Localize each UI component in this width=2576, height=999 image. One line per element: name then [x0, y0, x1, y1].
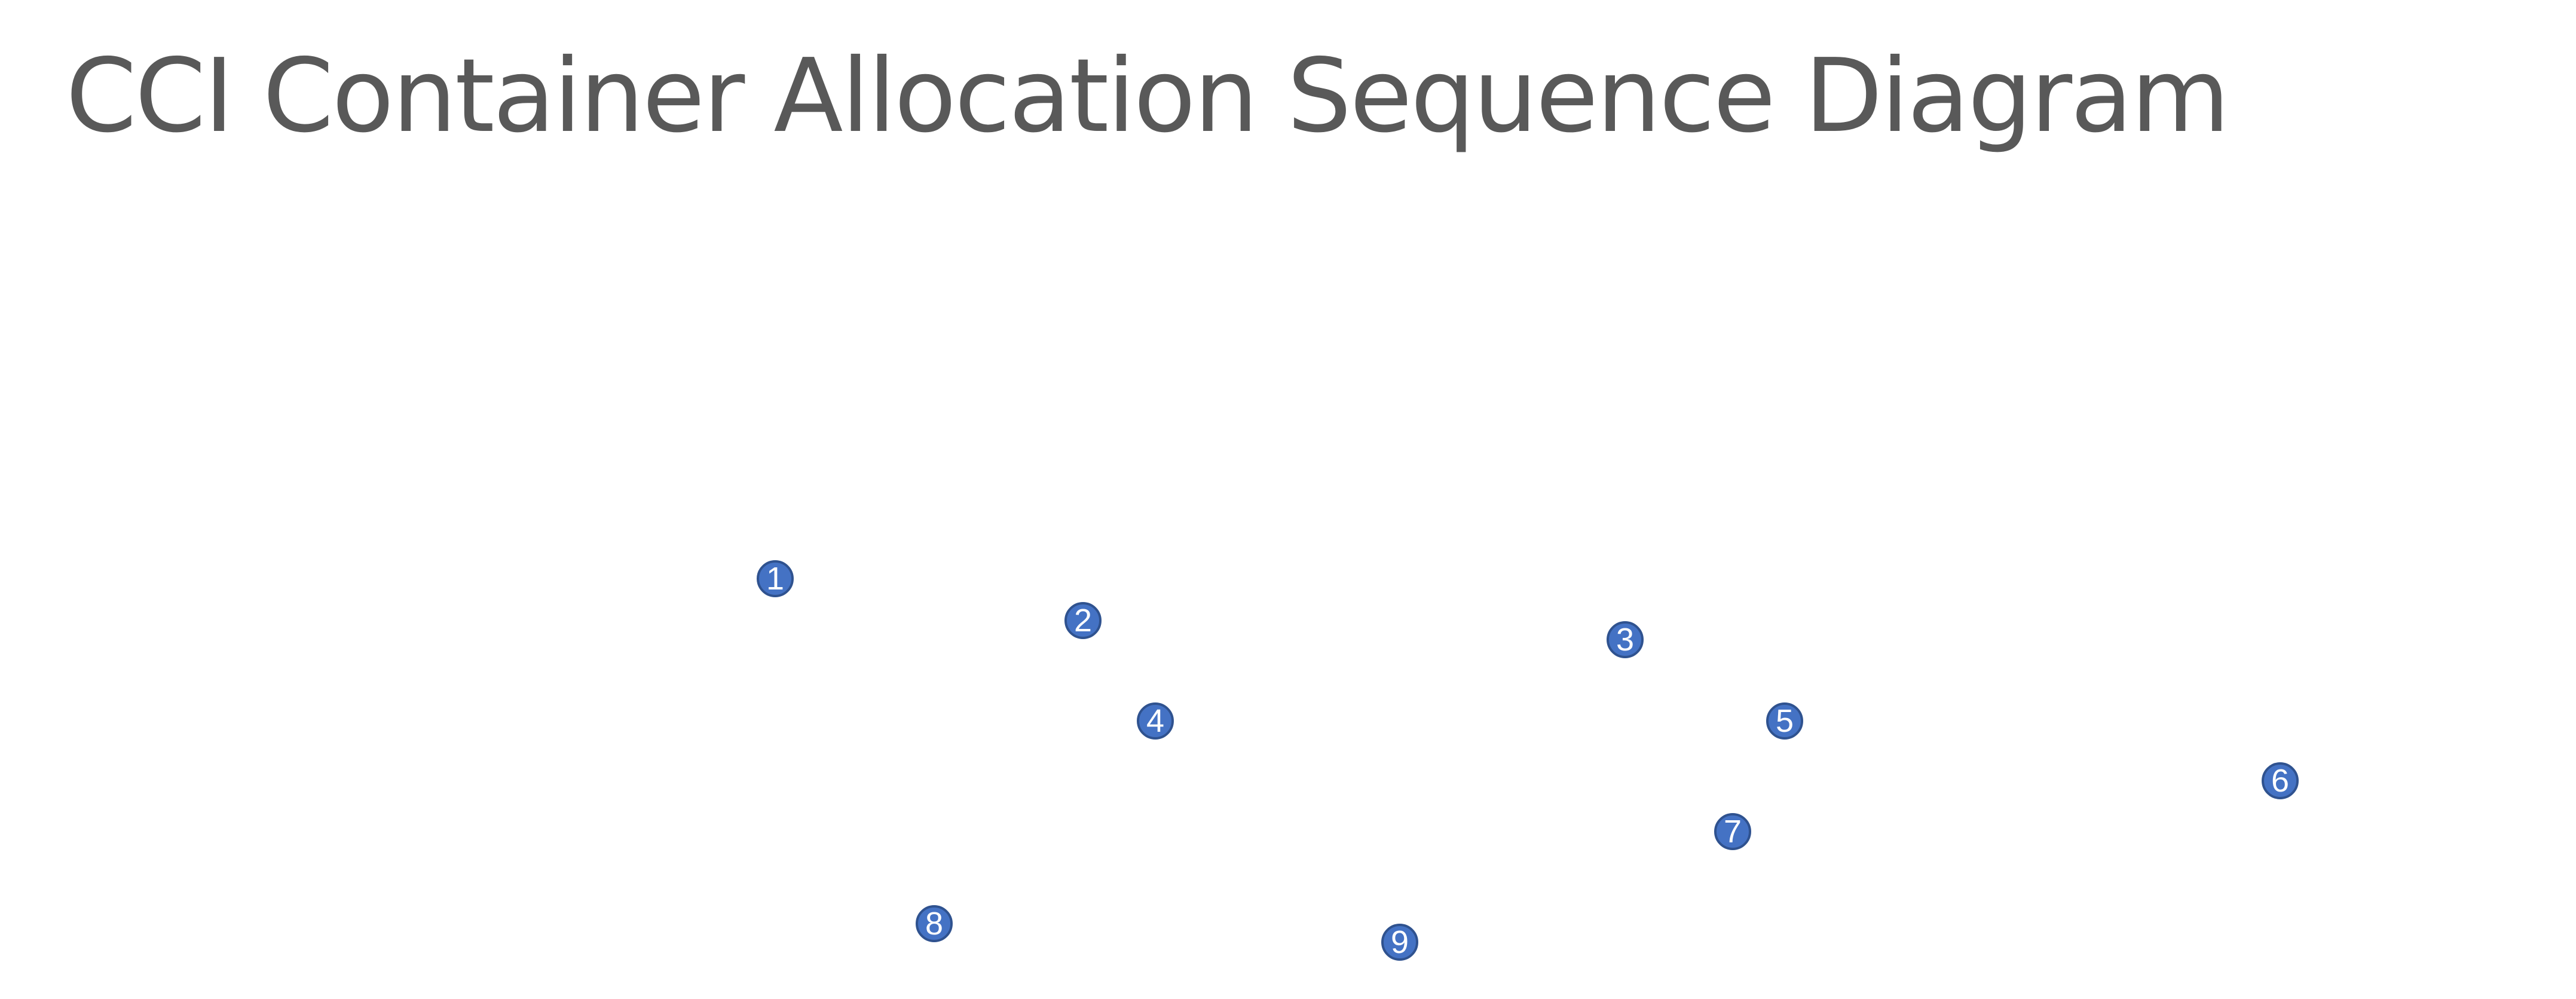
step-marker-8: 8: [916, 905, 953, 942]
step-marker-1: 1: [757, 560, 794, 597]
step-marker-5: 5: [1766, 702, 1803, 740]
slide-title: CCI Container Allocation Sequence Diagra…: [66, 37, 2230, 155]
step-marker-9: 9: [1381, 924, 1418, 961]
step-marker-7: 7: [1714, 813, 1751, 850]
step-marker-2: 2: [1064, 602, 1102, 639]
step-marker-6: 6: [2262, 762, 2299, 799]
step-marker-3: 3: [1607, 621, 1644, 658]
step-marker-4: 4: [1137, 702, 1174, 740]
